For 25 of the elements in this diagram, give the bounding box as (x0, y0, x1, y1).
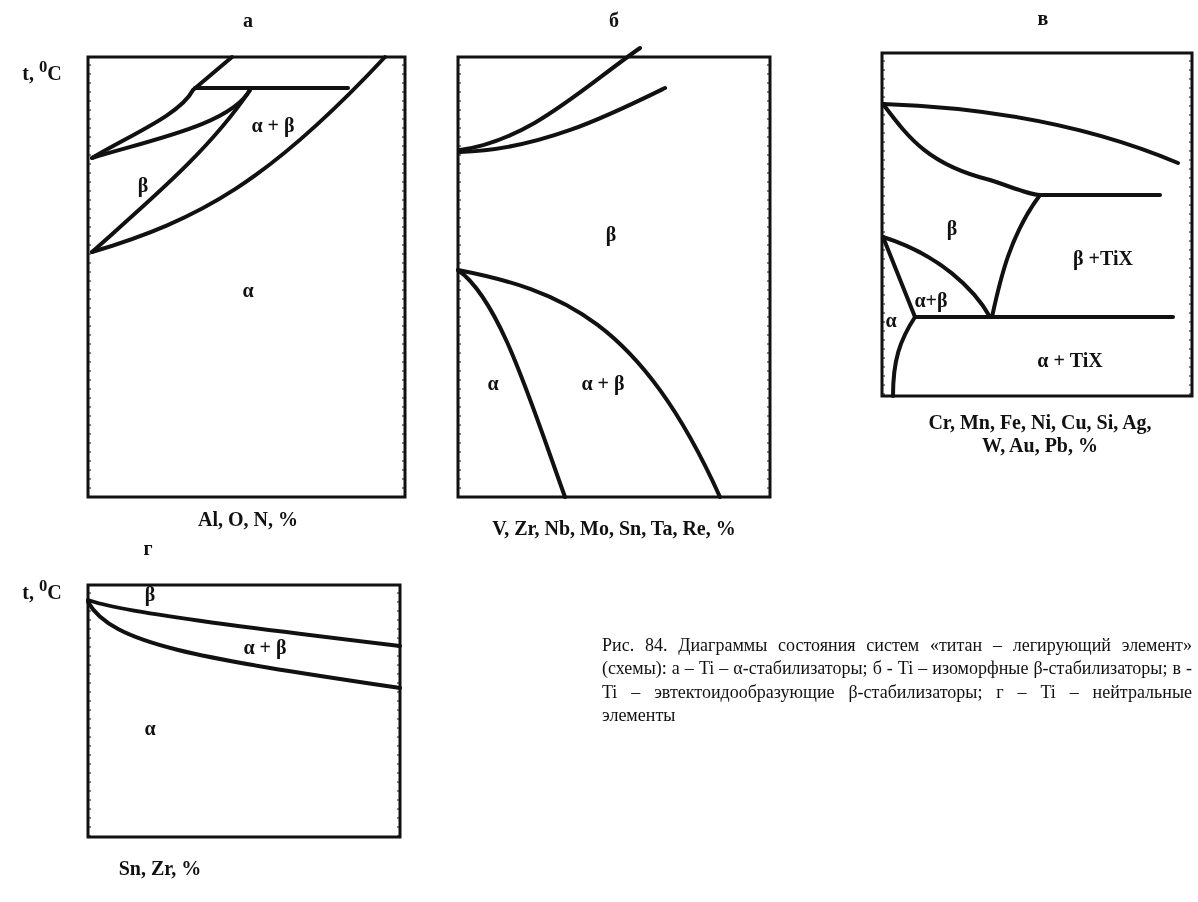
phase-label: α + β (243, 635, 287, 659)
axis-label: Sn, Zr, % (118, 856, 202, 880)
axis-label: Cr, Mn, Fe, Ni, Cu, Si, Ag, W, Au, Pb, % (927, 411, 1153, 457)
phase-label: α + TiX (1037, 348, 1103, 372)
phase-label: α+β (914, 288, 948, 312)
axis-label: t, $^{0}$C (22, 576, 62, 604)
phase-label: α (487, 371, 499, 395)
panel-letter: в (1037, 6, 1049, 30)
panel-letter: г (143, 536, 153, 560)
phase-label: α (144, 716, 156, 740)
figure-caption: Рис. 84. Диаграммы состояния систем «титан – легирующий элемент» (схемы): а – Ti – α-стабилизаторы; б - Ti – изоморфные β-стабилизаторы; в - Ti – эвтектоидообразующие β-стабилизаторы; г – Ti – нейтральные элементы (602, 634, 1192, 728)
phase-label: α + β (581, 371, 625, 395)
phase-label: α (885, 308, 897, 332)
axis-label: t, $^{0}$C (22, 57, 62, 85)
phase-label: β +TiX (1073, 246, 1133, 270)
panel-letter: б (609, 8, 619, 32)
phase-label: β (946, 216, 958, 240)
axis-label: Al, O, N, % (198, 507, 298, 531)
phase-label: β (144, 582, 156, 606)
phase-label: α (242, 278, 254, 302)
phase-label: α + β (251, 113, 295, 137)
panel-letter: а (243, 8, 253, 32)
axis-label: V, Zr, Nb, Mo, Sn, Ta, Re, % (491, 516, 737, 540)
phase-label: β (605, 222, 617, 246)
phase-label: β (137, 173, 149, 197)
